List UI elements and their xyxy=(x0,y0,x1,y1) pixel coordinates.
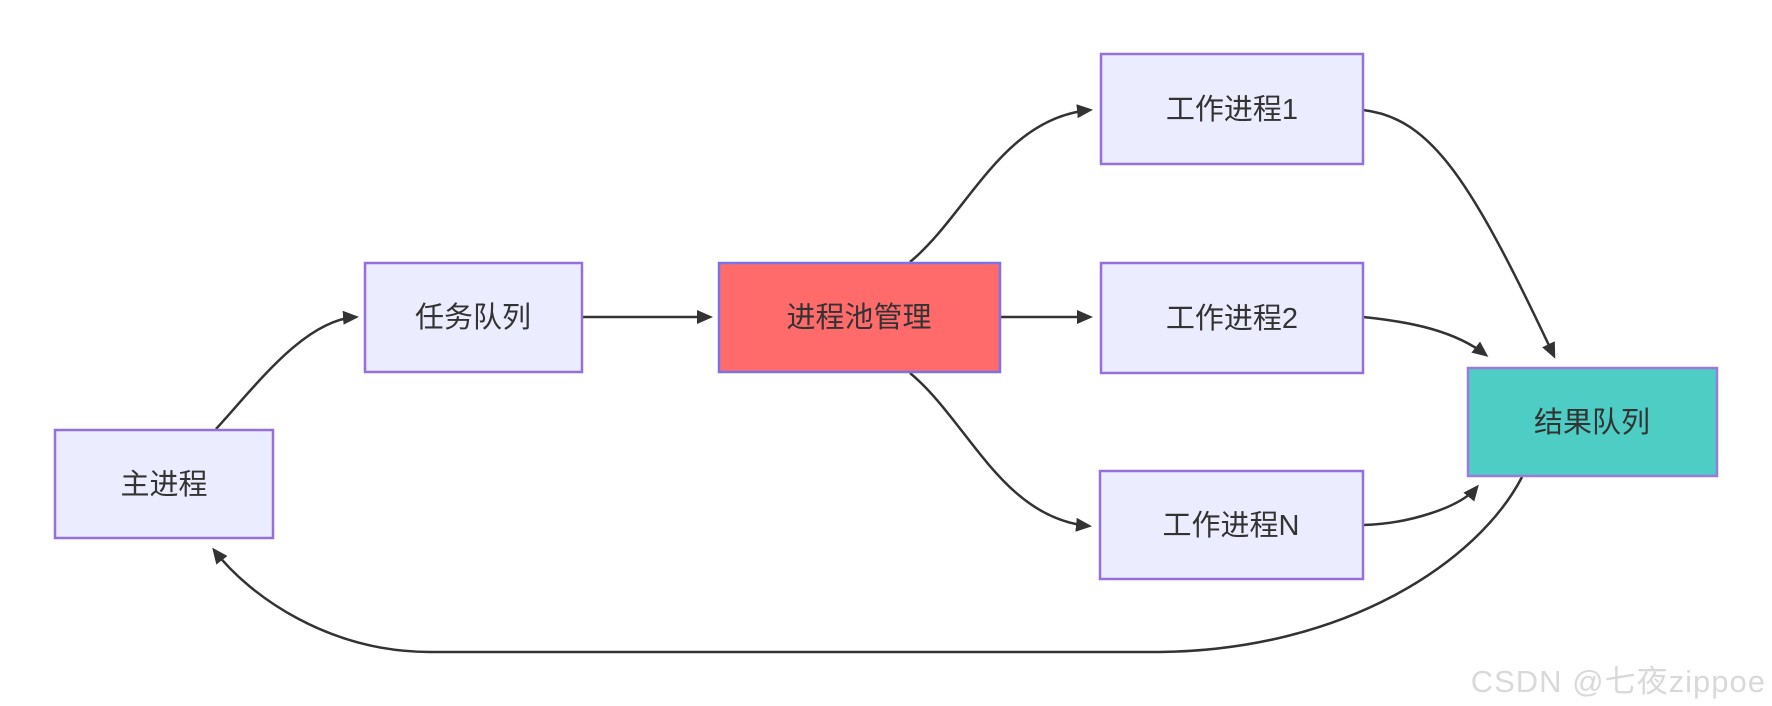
node-worker-1-label: 工作进程1 xyxy=(1166,93,1298,126)
node-task-queue-box xyxy=(363,261,584,374)
node-result-queue-label: 结果队列 xyxy=(1534,406,1650,439)
node-result-queue-box xyxy=(1466,366,1719,478)
node-task-queue-label: 任务队列 xyxy=(415,301,531,334)
edge-worker1-to-result xyxy=(1362,108,1556,359)
edge-layer xyxy=(212,104,1556,654)
edge-pool-to-workerN xyxy=(909,372,1092,532)
watermark: CSDN @七夜zippoe xyxy=(1471,664,1766,699)
node-worker-2-box xyxy=(1099,261,1365,375)
node-main-process-label: 主进程 xyxy=(120,468,207,501)
node-worker-n: 工作进程N xyxy=(1098,469,1365,581)
edge-main-to-task xyxy=(215,310,359,430)
node-task-queue: 任务队列 xyxy=(363,261,584,374)
node-worker-2: 工作进程2 xyxy=(1099,261,1365,375)
node-pool-manager-box xyxy=(717,261,1002,374)
node-worker-2-label: 工作进程2 xyxy=(1166,302,1298,335)
edge-workerN-to-result xyxy=(1362,484,1479,527)
node-worker-1-box xyxy=(1099,52,1365,166)
node-main-process: 主进程 xyxy=(53,428,275,540)
node-result-queue: 结果队列 xyxy=(1466,366,1719,478)
node-worker-n-label: 工作进程N xyxy=(1163,509,1300,542)
node-main-process-box xyxy=(53,428,275,540)
node-worker-1: 工作进程1 xyxy=(1099,52,1365,166)
node-pool-manager-label: 进程池管理 xyxy=(786,301,931,334)
node-pool-manager: 进程池管理 xyxy=(717,261,1002,374)
edge-worker2-to-result xyxy=(1362,315,1489,357)
edge-pool-to-worker1 xyxy=(909,104,1093,263)
edge-result-to-main xyxy=(212,476,1524,654)
node-worker-n-box xyxy=(1098,469,1365,581)
